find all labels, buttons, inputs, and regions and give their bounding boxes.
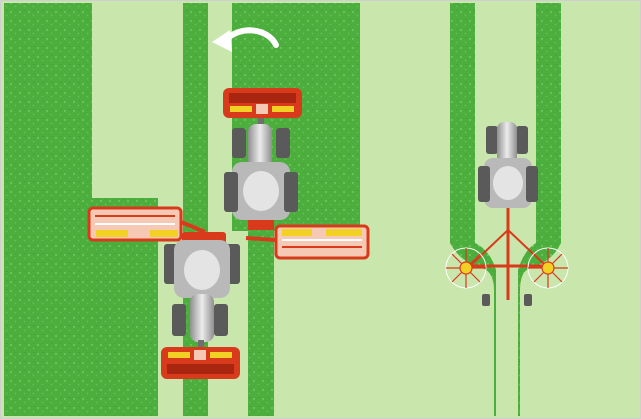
uncut-strip-right-a <box>450 3 475 243</box>
rake-rotor-left <box>446 248 486 288</box>
rake-rotor-right <box>528 248 568 288</box>
front-mower-bottom <box>161 347 240 379</box>
front-mower-icon <box>223 88 302 118</box>
uncut-strip-left <box>4 3 92 416</box>
uncut-strip-right-b <box>536 3 561 243</box>
uncut-strip-center <box>248 231 274 416</box>
